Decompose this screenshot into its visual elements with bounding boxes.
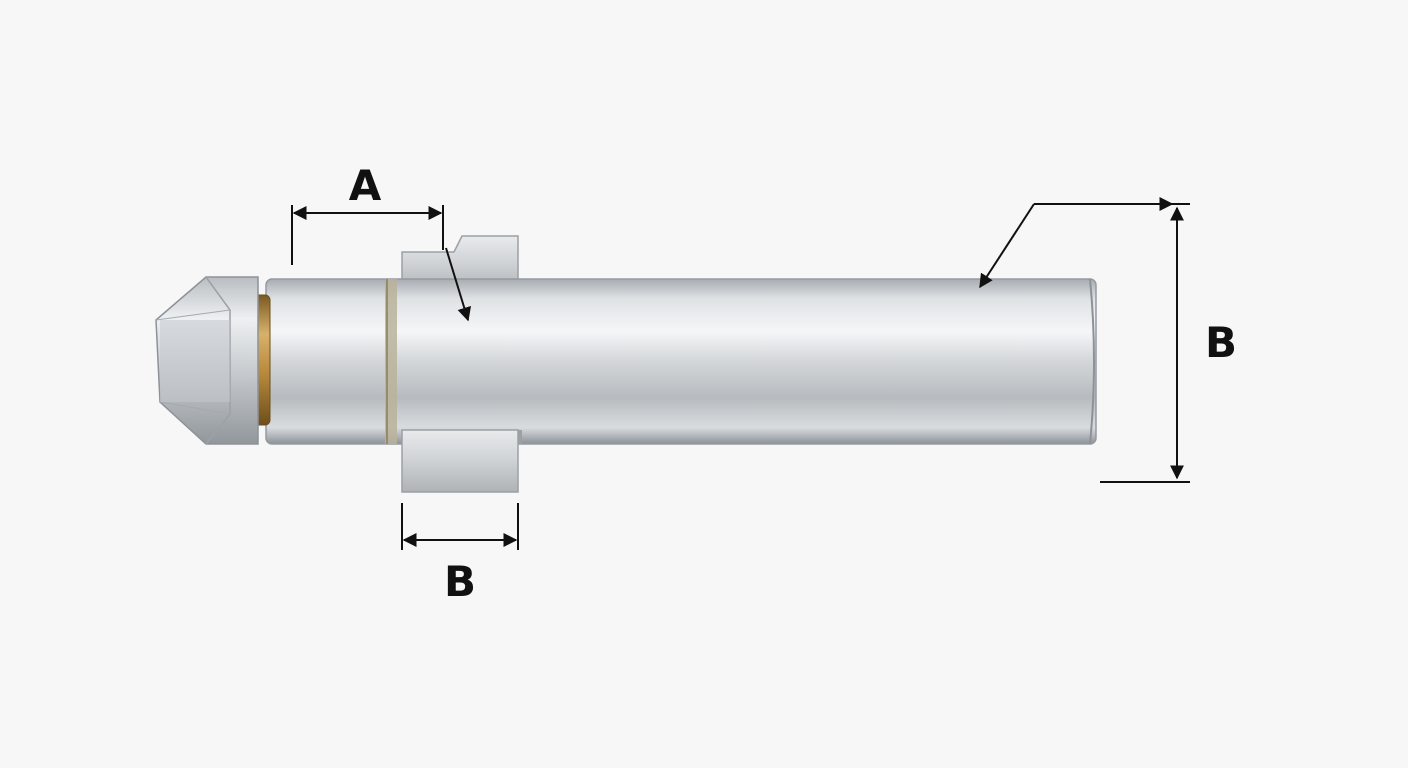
hex-tip xyxy=(155,276,259,445)
shaft-groove xyxy=(385,279,397,444)
dimension-b-lug: B xyxy=(401,503,519,606)
dimension-b-diameter-label: B xyxy=(1205,318,1237,367)
dimension-b-diameter: B xyxy=(979,197,1237,483)
dimension-a: A xyxy=(291,161,472,322)
dimension-a-label: A xyxy=(349,161,382,210)
lower-lug xyxy=(401,429,522,493)
dimension-b-lug-label: B xyxy=(444,557,476,606)
